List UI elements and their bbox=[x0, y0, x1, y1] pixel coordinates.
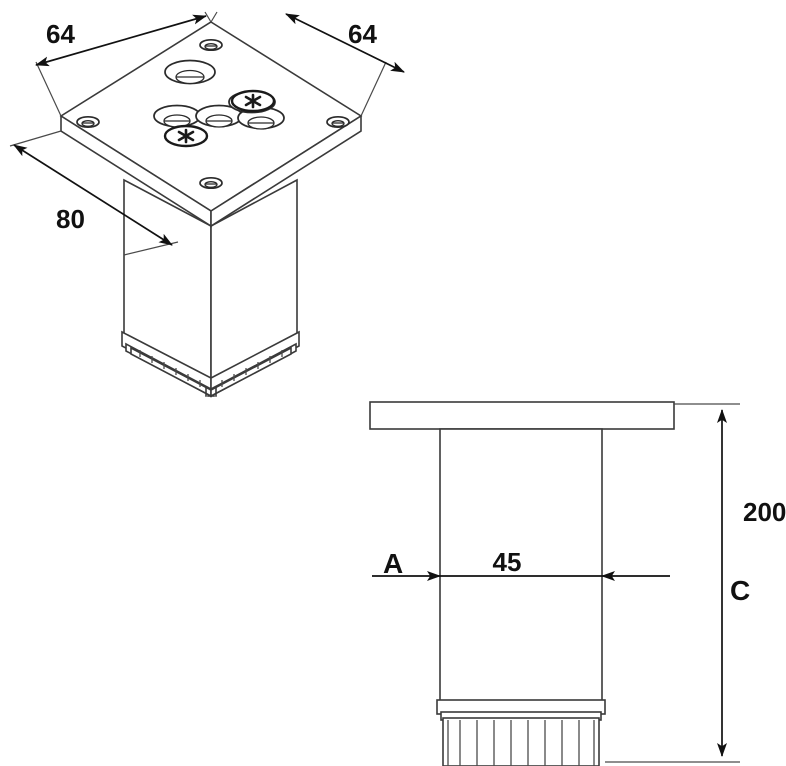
countersunk-hole-2 bbox=[195, 104, 243, 128]
leg-body-elevation bbox=[439, 428, 603, 706]
corner-hole-top bbox=[199, 38, 223, 52]
dimension-label-200: 200 bbox=[743, 497, 786, 527]
dimension-label-80: 80 bbox=[56, 204, 85, 234]
callout-label-c: C bbox=[730, 575, 750, 606]
elevation-view: A 45 200 C bbox=[369, 401, 786, 766]
foot-knurl-ribs-left bbox=[139, 350, 201, 387]
isometric-view: 64 64 80 bbox=[9, 11, 405, 398]
phillips-screw-lower-left bbox=[163, 124, 209, 148]
dimension-label-64-left: 64 bbox=[46, 19, 75, 49]
mounting-plate-elevation bbox=[369, 401, 675, 430]
dimension-45: A 45 bbox=[372, 547, 670, 581]
phillips-screws bbox=[163, 89, 276, 148]
adjustable-knurled-foot bbox=[121, 330, 300, 398]
corner-hole-bottom bbox=[199, 176, 223, 190]
dimension-label-45: 45 bbox=[493, 547, 522, 577]
phillips-screw-upper-right bbox=[230, 89, 276, 113]
foot-rib-lines bbox=[447, 720, 595, 766]
phillips-cross-icon bbox=[177, 128, 195, 144]
dimension-64-left: 64 bbox=[35, 11, 218, 117]
foot-knurl-ribs-right bbox=[221, 350, 283, 387]
phillips-cross-icon bbox=[244, 93, 262, 109]
callout-label-a: A bbox=[383, 548, 403, 579]
countersunk-hole-upper bbox=[164, 59, 216, 85]
dimension-64-right: 64 bbox=[204, 11, 405, 117]
dimension-200: 200 C bbox=[605, 403, 786, 763]
dimension-80: 80 bbox=[9, 130, 179, 256]
countersunk-hole-1 bbox=[153, 104, 201, 128]
dimension-label-64-right: 64 bbox=[348, 19, 377, 49]
corner-hole-left bbox=[76, 115, 100, 129]
corner-hole-right bbox=[326, 115, 350, 129]
knurled-foot-elevation bbox=[436, 699, 606, 766]
